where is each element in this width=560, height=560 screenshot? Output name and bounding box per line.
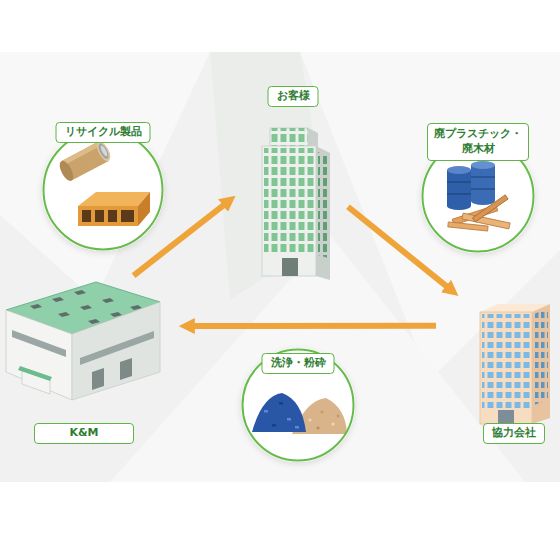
illustration-part bbox=[0, 52, 210, 300]
illustration-part bbox=[78, 206, 138, 226]
illustration-part bbox=[138, 192, 150, 226]
flow-arrow bbox=[134, 205, 224, 275]
illustration-part bbox=[471, 176, 495, 178]
flow-arrow bbox=[194, 323, 436, 329]
factory-node: K&M bbox=[4, 278, 164, 444]
illustration-part bbox=[6, 310, 72, 400]
node-label: 協力会社 bbox=[483, 423, 545, 444]
illustration-part bbox=[471, 165, 495, 201]
illustration-part bbox=[82, 210, 91, 222]
illustration-part bbox=[108, 210, 117, 222]
illustration-part bbox=[447, 170, 471, 206]
illustration-part bbox=[74, 290, 86, 295]
illustration-part bbox=[320, 410, 323, 413]
illustration-part bbox=[80, 305, 92, 310]
node-label: リサイクル製品 bbox=[56, 122, 151, 143]
illustration-part bbox=[498, 410, 514, 424]
node-label: 洗浄・粉砕 bbox=[262, 353, 335, 374]
illustration-part bbox=[482, 314, 530, 410]
node-label: K&M bbox=[34, 423, 134, 444]
customer-building-art bbox=[262, 128, 330, 280]
illustration-part bbox=[447, 181, 471, 183]
illustration-part bbox=[99, 145, 108, 157]
illustration-part bbox=[241, 348, 355, 462]
illustration-part bbox=[42, 129, 164, 251]
illustration-part bbox=[337, 415, 340, 418]
flow-arrow bbox=[348, 207, 447, 287]
illustration-part bbox=[72, 302, 160, 400]
illustration-part bbox=[210, 52, 330, 300]
node-label: お客様 bbox=[268, 86, 319, 107]
illustration-part bbox=[534, 308, 548, 405]
illustration-part bbox=[80, 331, 154, 365]
illustration-part bbox=[95, 210, 104, 222]
illustration-part bbox=[61, 141, 100, 165]
recycled-products-art bbox=[57, 139, 150, 226]
illustration-part bbox=[471, 197, 495, 205]
node-label: 廃プラスチック・ 廃木材 bbox=[427, 123, 529, 161]
illustration-part bbox=[264, 148, 314, 254]
illustration-part bbox=[287, 418, 291, 421]
illustration-part bbox=[92, 368, 104, 390]
illustration-part bbox=[58, 312, 70, 317]
illustration-part bbox=[448, 222, 488, 231]
partner-node: 協力会社 bbox=[470, 298, 558, 444]
illustration-part bbox=[272, 424, 276, 427]
illustration-part bbox=[447, 166, 471, 174]
illustration-part bbox=[282, 258, 298, 276]
illustration-part bbox=[270, 128, 308, 146]
illustration-part bbox=[308, 418, 311, 421]
illustration-part bbox=[279, 402, 283, 405]
illustration-part bbox=[472, 195, 508, 222]
circle-ring bbox=[243, 350, 354, 461]
customer-node: お客様 bbox=[252, 86, 334, 278]
illustration-part bbox=[308, 128, 318, 148]
illustration-part bbox=[316, 426, 319, 429]
waste-materials-art bbox=[447, 161, 510, 231]
illustration-part bbox=[78, 192, 150, 206]
illustration-part bbox=[532, 304, 550, 424]
crushed-materials-art bbox=[252, 393, 347, 434]
factory-art bbox=[6, 282, 160, 400]
illustration-part bbox=[318, 152, 328, 258]
illustration-part bbox=[270, 128, 308, 146]
illustration-part bbox=[480, 312, 532, 424]
illustration-part bbox=[120, 358, 132, 380]
illustration-part bbox=[316, 146, 330, 280]
waste-circle: 廃プラスチック・ 廃木材 bbox=[421, 139, 535, 253]
illustration-part bbox=[262, 146, 316, 276]
illustration-part bbox=[471, 161, 495, 169]
illustration-part bbox=[471, 188, 495, 190]
illustration-part bbox=[0, 52, 560, 482]
illustration-part bbox=[52, 297, 64, 302]
illustration-part bbox=[252, 393, 306, 432]
process-circle: 洗浄・粉砕 bbox=[241, 348, 355, 462]
illustration-part bbox=[30, 304, 42, 309]
illustration-part bbox=[331, 422, 334, 425]
illustration-part bbox=[447, 202, 471, 210]
illustration-part bbox=[88, 319, 100, 324]
partner-building-art bbox=[480, 304, 550, 424]
illustration-part bbox=[12, 330, 66, 357]
illustration-part bbox=[18, 366, 52, 381]
illustration-part bbox=[96, 142, 110, 160]
illustration-part bbox=[447, 193, 471, 195]
illustration-part bbox=[57, 139, 113, 183]
product-circle: リサイクル製品 bbox=[42, 129, 164, 251]
circle-outline bbox=[42, 129, 164, 251]
illustration-part bbox=[121, 210, 134, 222]
illustration-part bbox=[102, 298, 114, 303]
illustration-part bbox=[57, 159, 76, 183]
circle-ring bbox=[44, 131, 163, 250]
illustration-part bbox=[295, 426, 299, 429]
illustration-part bbox=[264, 410, 268, 413]
